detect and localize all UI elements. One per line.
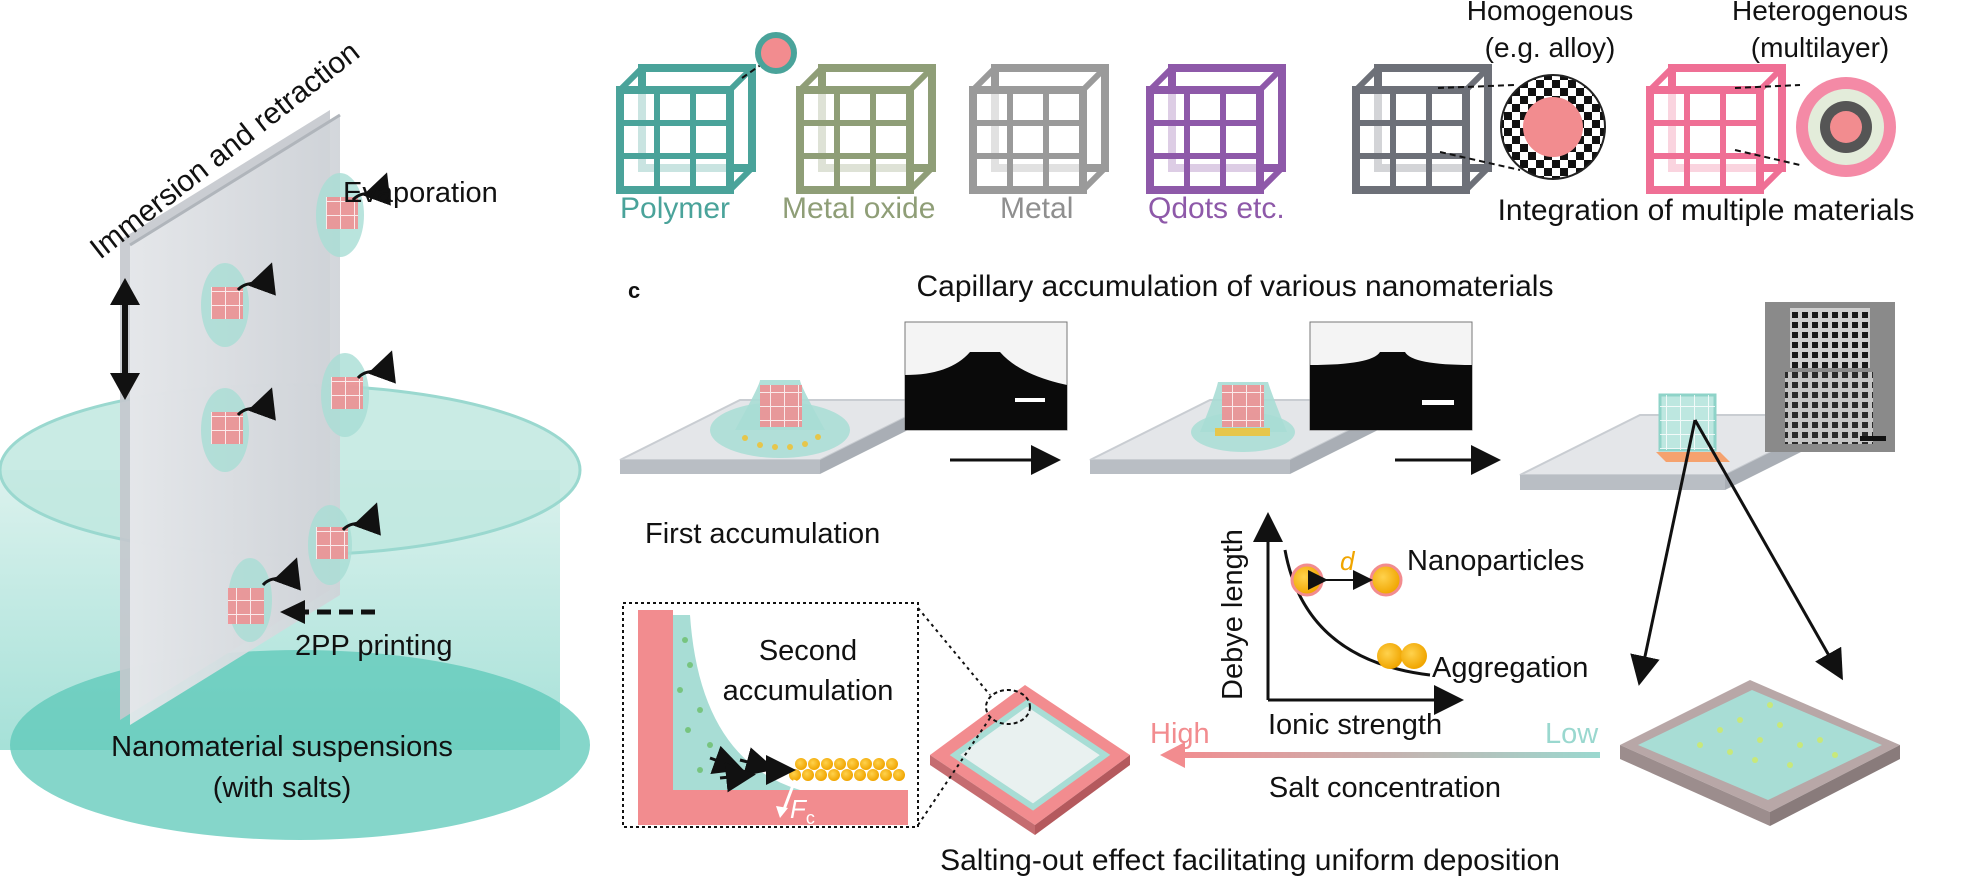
metal-oxide-cube — [796, 64, 936, 194]
inset-lines — [917, 607, 991, 826]
aggregate-left — [1377, 643, 1403, 669]
salt-label: Salt concentration — [1269, 772, 1501, 804]
debye-plot: d Nanoparticles Aggregation Debye length… — [1217, 512, 1588, 741]
nanoparticles-label: Nanoparticles — [1407, 545, 1584, 577]
metal-cube — [969, 64, 1109, 194]
heterogenous-cube — [1646, 64, 1786, 194]
homogenous-label-line1: Homogenous — [1467, 0, 1634, 26]
panel-c-title: Capillary accumulation of various nanoma… — [917, 270, 1554, 303]
force-arrow — [781, 779, 797, 813]
evaporation-arrows — [236, 172, 396, 591]
sem-image-1 — [904, 321, 1068, 431]
force-subscript: c — [806, 808, 815, 828]
polymer-label: Polymer — [620, 192, 730, 225]
nanoparticle-right — [1369, 563, 1403, 597]
evaporation-label: Evaporation — [343, 177, 498, 209]
homogenous-label-line2: (e.g. alloy) — [1485, 32, 1616, 63]
integration-label: Integration of multiple materials — [1498, 194, 1915, 227]
low-label: Low — [1545, 718, 1599, 750]
printed-structures — [201, 173, 369, 642]
force-label: Fc — [790, 794, 815, 828]
nanoparticle-left — [1290, 563, 1324, 597]
stage-first-accumulation — [619, 380, 941, 474]
metal-oxide-label: Metal oxide — [782, 192, 935, 225]
polymer-cube — [616, 64, 756, 194]
homogenous-zoom — [1437, 74, 1606, 180]
materials-row: Polymer Metal oxide Metal Qdots etc. Hom… — [616, 0, 1915, 227]
second-accumulation-line1: Second — [759, 635, 857, 667]
middle-frame — [930, 685, 1130, 835]
aggregate-right — [1401, 643, 1427, 669]
qdots-label: Qdots etc. — [1148, 192, 1285, 225]
ionic-axis-label: Ionic strength — [1268, 709, 1442, 741]
suspension-label-line2: (with salts) — [213, 772, 352, 804]
high-label: High — [1150, 718, 1210, 750]
polymer-zoom — [741, 32, 797, 79]
aggregation-label: Aggregation — [1432, 652, 1588, 684]
heterogenous-zoom — [1734, 77, 1896, 177]
debye-axis-label: Debye length — [1217, 529, 1249, 700]
zoom-lines-final — [1630, 419, 1843, 686]
heterogenous-label-line1: Heterogenous — [1732, 0, 1908, 26]
suspension-label-line1: Nanomaterial suspensions — [111, 731, 453, 763]
heterogenous-label-line2: (multilayer) — [1751, 32, 1889, 63]
distance-label: d — [1340, 546, 1356, 576]
sem-image-2 — [1309, 321, 1473, 431]
printing-dashed-arrow — [280, 600, 375, 624]
qdots-cube — [1146, 64, 1286, 194]
second-accumulation-inset: Second accumulation Fc — [622, 602, 919, 828]
final-frame — [1620, 680, 1900, 826]
panel-c: c Capillary accumulation of various nano… — [619, 270, 1900, 877]
homogenous-cube — [1352, 64, 1492, 194]
salting-out-label: Salting-out effect facilitating uniform … — [940, 844, 1560, 877]
printing-label: 2PP printing — [295, 630, 452, 662]
salt-gradient-arrow: High Low Salt concentration — [1150, 718, 1600, 804]
second-accumulation-line2: accumulation — [723, 675, 894, 707]
immersion-double-arrow — [110, 278, 140, 400]
sem-image-3 — [1765, 302, 1895, 452]
panel-label-c: c — [628, 278, 640, 303]
left-panel: Immersion and retraction Evaporation 2PP… — [0, 35, 590, 840]
metal-label: Metal — [1000, 192, 1073, 225]
first-accumulation-label: First accumulation — [645, 518, 880, 550]
